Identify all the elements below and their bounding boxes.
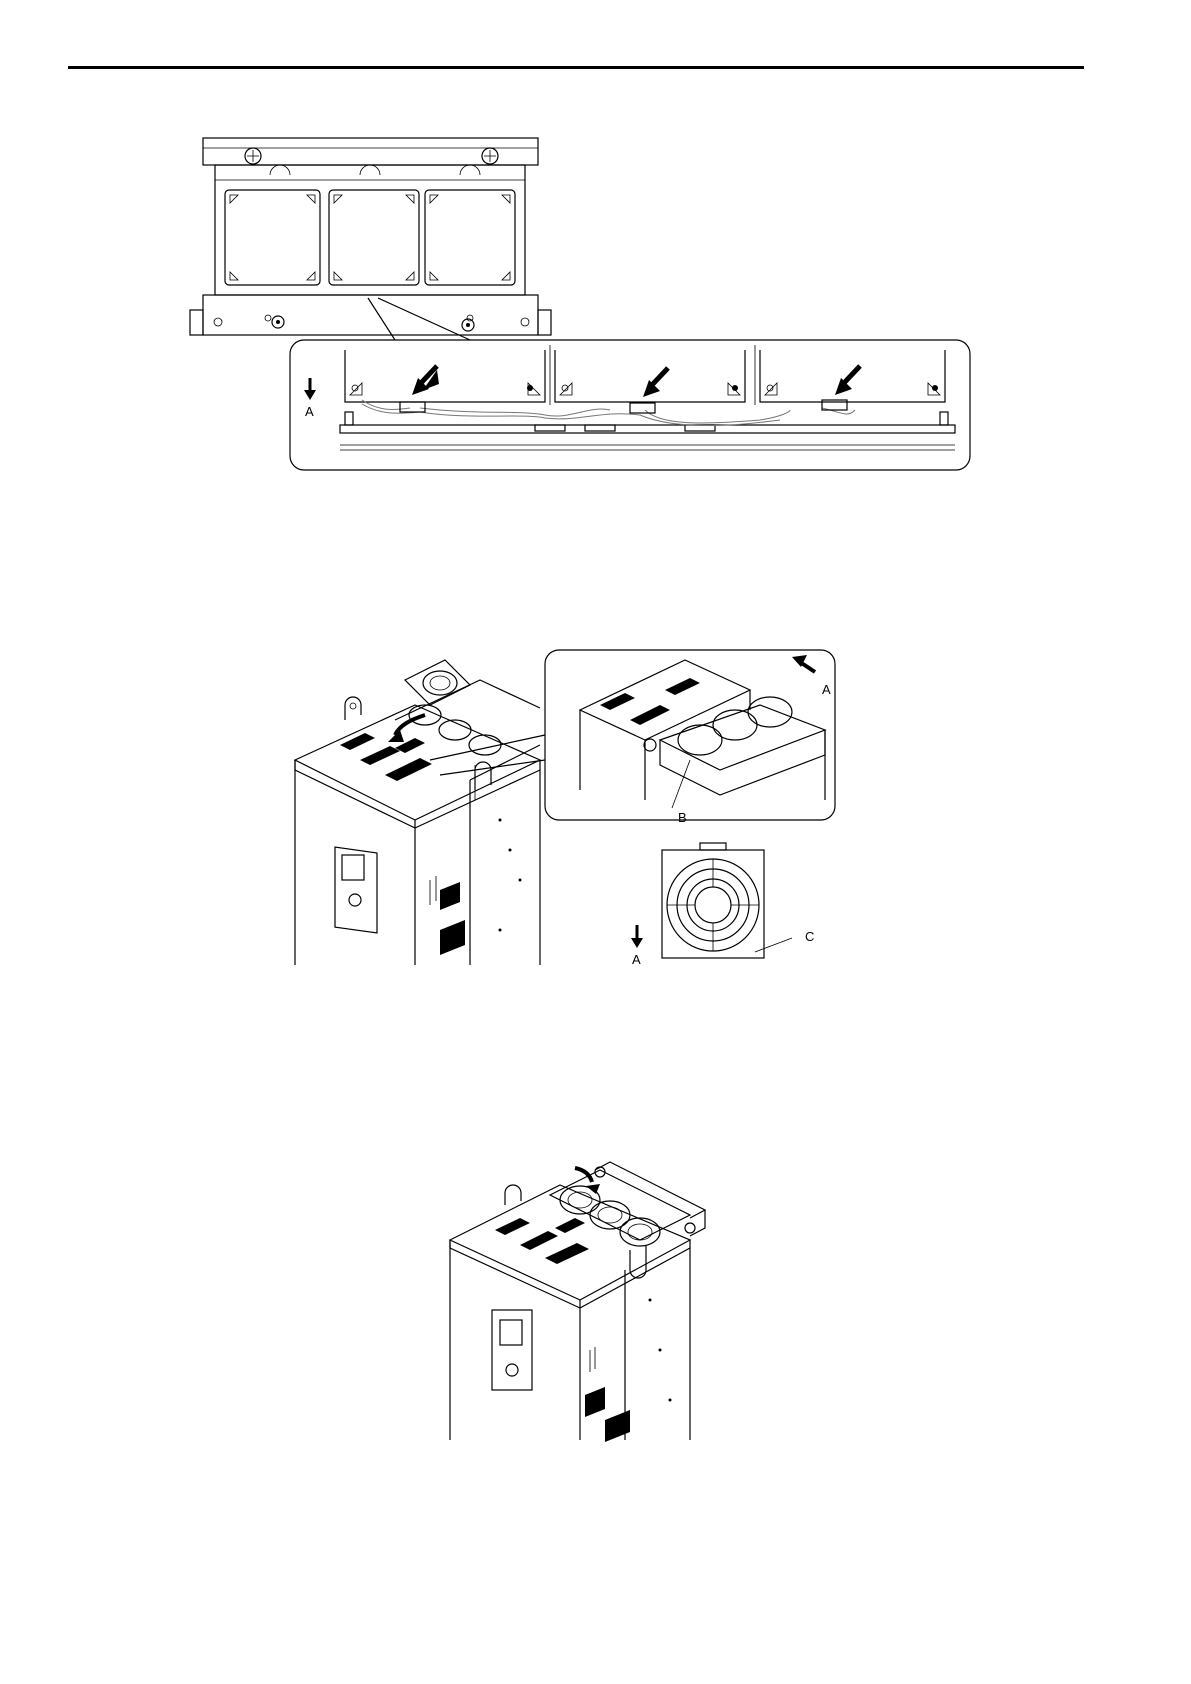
drive-with-fans-view [450,1162,705,1442]
figure-fan-installed [0,0,1191,1460]
